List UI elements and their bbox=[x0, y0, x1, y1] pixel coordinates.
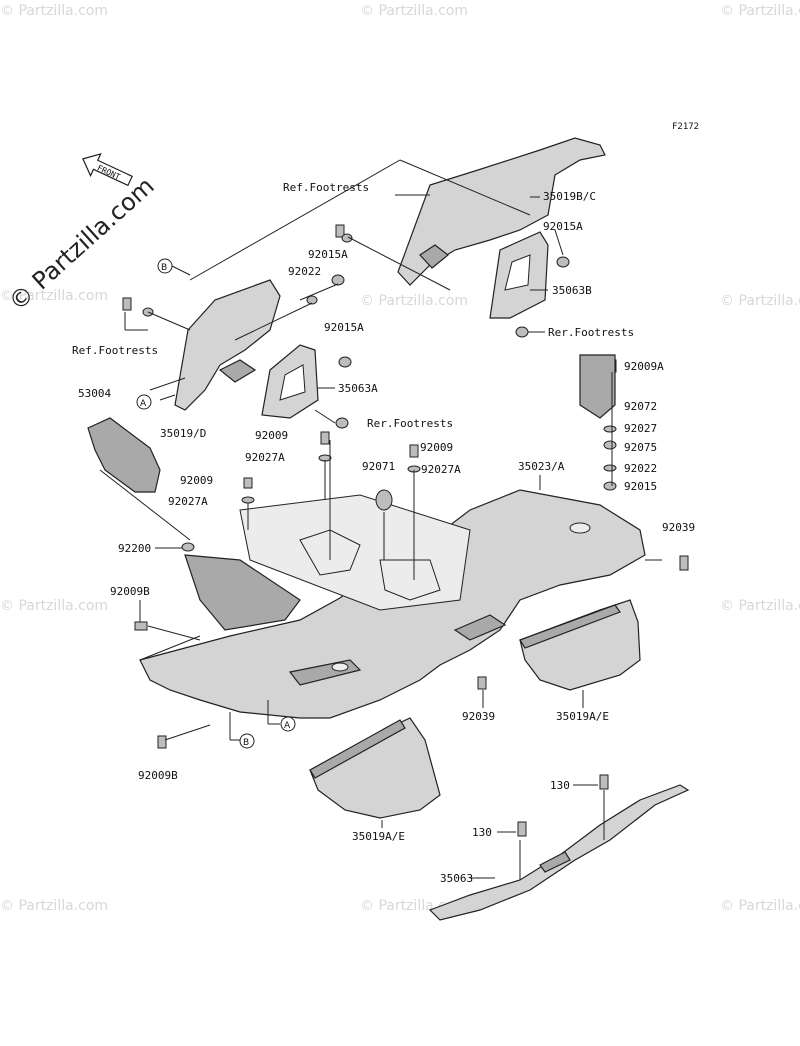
label-92071: 92071 bbox=[362, 460, 395, 473]
label-130: 130 bbox=[550, 779, 570, 792]
part-35023a bbox=[139, 489, 646, 719]
label-92009b: 92009B bbox=[110, 585, 150, 598]
watermark: © Partzilla.com bbox=[720, 898, 800, 914]
watermark: © Partzilla.com bbox=[0, 288, 108, 304]
label-35019d: 35019/D bbox=[160, 427, 206, 440]
label-rer-footrests: Rer.Footrests bbox=[548, 326, 634, 339]
label-35063a: 35063A bbox=[338, 382, 378, 395]
label-35019ae: 35019A/E bbox=[556, 710, 609, 723]
label-92015a: 92015A bbox=[308, 248, 348, 261]
label-35019ae: 35019A/E bbox=[352, 830, 405, 843]
label-92009: 92009 bbox=[255, 429, 288, 442]
callout-a-lower: A bbox=[280, 716, 296, 732]
watermark: © Partzilla.com bbox=[0, 598, 108, 614]
svg-text:B: B bbox=[243, 738, 249, 748]
label-92009: 92009 bbox=[180, 474, 213, 487]
label-35019bc: 35019B/C bbox=[543, 190, 596, 203]
label-92022: 92022 bbox=[288, 265, 321, 278]
label-92027a: 92027A bbox=[168, 495, 208, 508]
label-92009a: 92009A bbox=[624, 360, 664, 373]
label-rer-footrests: Rer.Footrests bbox=[367, 417, 453, 430]
watermark: © Partzilla.com bbox=[360, 293, 468, 309]
label-92009b: 92009B bbox=[138, 769, 178, 782]
callout-b-upper: B bbox=[157, 258, 173, 274]
part-35063b bbox=[489, 231, 549, 319]
label-92027a: 92027A bbox=[245, 451, 285, 464]
part-35063a bbox=[261, 344, 319, 419]
svg-text:A: A bbox=[140, 399, 147, 409]
part-35019ae-right bbox=[519, 599, 641, 691]
label-92039: 92039 bbox=[662, 521, 695, 534]
part-35019bc bbox=[397, 137, 606, 286]
label-92015: 92015 bbox=[624, 480, 657, 493]
watermark: © Partzilla.com bbox=[360, 3, 468, 19]
label-92072: 92072 bbox=[624, 400, 657, 413]
callout-a-upper: A bbox=[136, 394, 152, 410]
callout-b-lower: B bbox=[239, 733, 255, 749]
front-arrow-icon: FRONT bbox=[82, 152, 133, 187]
watermark: © Partzilla.com bbox=[720, 598, 800, 614]
label-92015a: 92015A bbox=[543, 220, 583, 233]
hardware bbox=[122, 224, 689, 837]
label-92015a: 92015A bbox=[324, 321, 364, 334]
part-35019ae-left bbox=[309, 717, 441, 819]
svg-text:A: A bbox=[284, 721, 291, 731]
diagram-code: F2172 bbox=[672, 122, 699, 132]
watermark: © Partzilla.com bbox=[0, 3, 108, 19]
watermark: © Partzilla.com bbox=[0, 898, 108, 914]
label-35063: 35063 bbox=[440, 872, 473, 885]
part-labels: Ref.Footrests 35019B/C 92015A 35063B Rer… bbox=[72, 181, 695, 885]
part-53004 bbox=[87, 417, 191, 541]
leader-lines bbox=[124, 194, 662, 880]
part-35063 bbox=[428, 784, 690, 921]
label-ref-footrests: Ref.Footrests bbox=[72, 344, 158, 357]
label-92075: 92075 bbox=[624, 441, 657, 454]
label-130: 130 bbox=[472, 826, 492, 839]
label-ref-footrests: Ref.Footrests bbox=[283, 181, 369, 194]
watermark: © Partzilla.com bbox=[720, 293, 800, 309]
part-35019d bbox=[174, 159, 401, 411]
label-92039: 92039 bbox=[462, 710, 495, 723]
watermark: © Partzilla.com bbox=[720, 3, 800, 19]
label-92022: 92022 bbox=[624, 462, 657, 475]
label-35023a: 35023/A bbox=[518, 460, 565, 473]
label-92009: 92009 bbox=[420, 441, 453, 454]
watermarks: © Partzilla.com © Partzilla.com © Partzi… bbox=[0, 3, 800, 914]
label-92200: 92200 bbox=[118, 542, 151, 555]
label-35063b: 35063B bbox=[552, 284, 592, 297]
label-92027a: 92027A bbox=[421, 463, 461, 476]
label-92027: 92027 bbox=[624, 422, 657, 435]
svg-text:B: B bbox=[161, 263, 167, 273]
label-53004: 53004 bbox=[78, 387, 111, 400]
